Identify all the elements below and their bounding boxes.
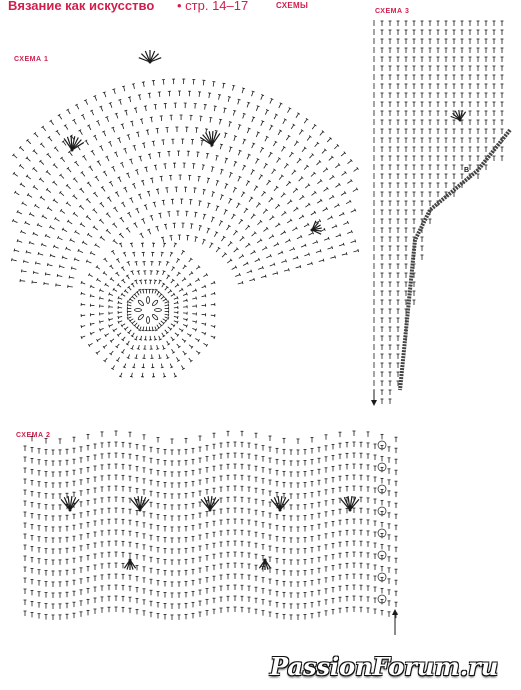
scheme2-diagram (0, 400, 521, 650)
scheme2-svg (23, 430, 398, 635)
scheme3-diagram (360, 0, 521, 410)
page-range: • стр. 14–17 (177, 0, 249, 13)
page-header: Вязание как искусство • стр. 14–17 СХЕМЫ (0, 0, 380, 16)
scheme3-marker: B (464, 167, 470, 174)
section-kind: СХЕМЫ (276, 1, 309, 10)
scheme3-label: СХЕМА 3 (375, 8, 410, 15)
magazine-title: Вязание как искусство (8, 0, 155, 13)
scheme3-svg (371, 20, 512, 406)
watermark: PassionForum.ru (270, 652, 499, 681)
scheme1-svg (11, 50, 360, 378)
scheme1-label: СХЕМА 1 (14, 56, 49, 63)
scheme1-diagram (0, 40, 360, 400)
scheme2-label: СХЕМА 2 (16, 432, 51, 439)
